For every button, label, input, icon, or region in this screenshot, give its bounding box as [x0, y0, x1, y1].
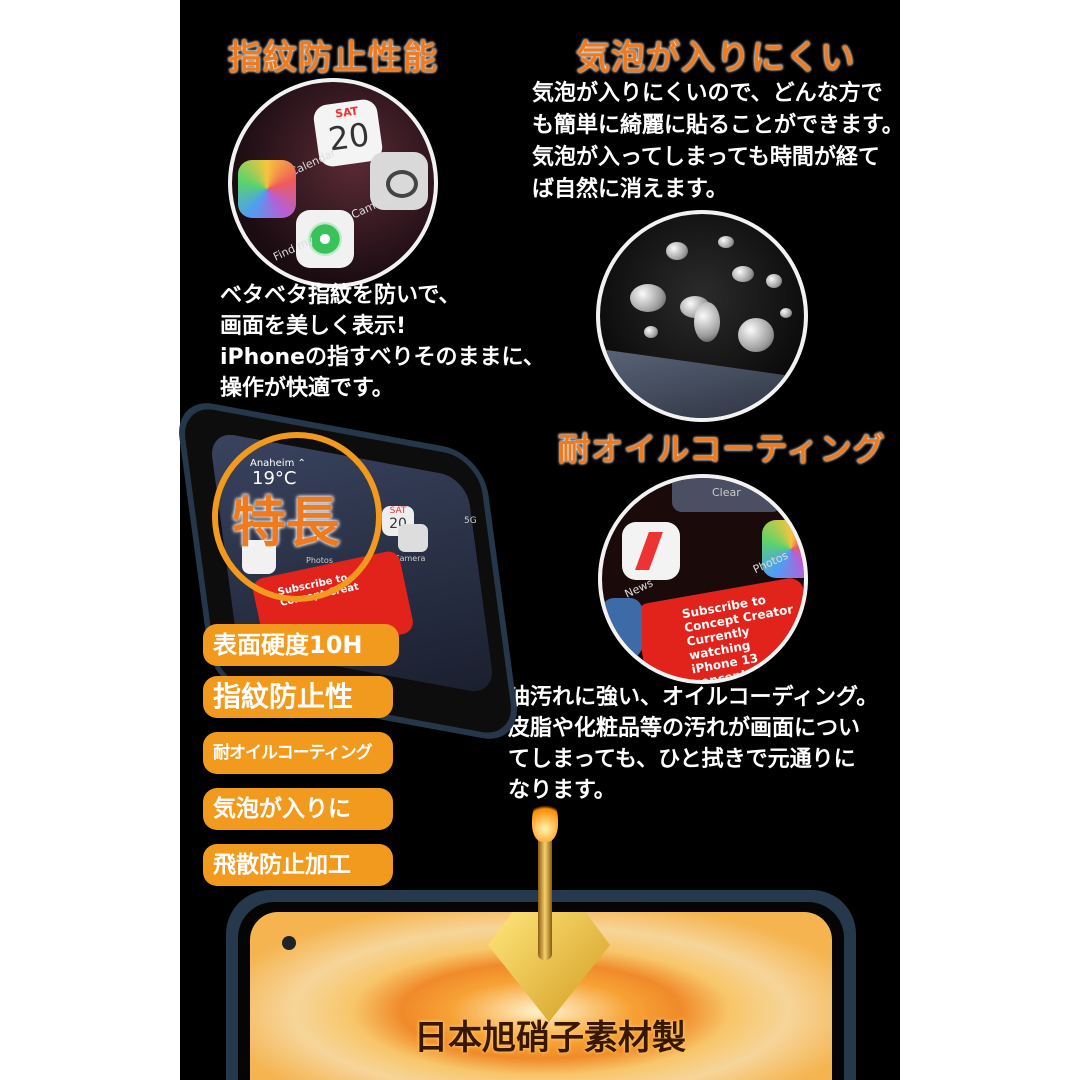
camera-label: Camera: [394, 554, 426, 563]
oil-description: 油汚れに強い、オイルコーディング。 皮脂や化粧品等の汚れが画面につい てしまって…: [508, 682, 878, 806]
right-margin: [900, 0, 1080, 1080]
desc-line: 操作が快適です。: [220, 376, 394, 401]
subscribe-card: Subscribe to Concept Creator Currently w…: [633, 576, 804, 680]
desc-line: 画面を美しく表示!: [220, 314, 407, 339]
pill-fingerprint: 指紋防止性: [203, 676, 393, 718]
clear-label: Clear: [712, 486, 741, 499]
oil-closeup: Clear News Photos Subscribe to Concept C…: [598, 474, 808, 684]
material-label: 日本旭硝子素材製: [414, 1018, 686, 1058]
camera-icon: [370, 152, 428, 210]
bubble-closeup: [596, 210, 808, 422]
desc-line: 気泡が入ってしまっても時間が経て: [532, 145, 880, 170]
news-icon: [622, 522, 680, 580]
pill-oil: 耐オイルコーティング: [203, 732, 393, 774]
desc-line: ば自然に消えます。: [532, 177, 728, 202]
feature-badge-ring: [212, 432, 382, 602]
oil-title: 耐オイルコーティング: [558, 430, 886, 468]
pill-bubble: 気泡が入りに: [203, 788, 393, 830]
photos-icon: [762, 520, 804, 578]
bubble-description: 気泡が入りにくいので、どんな方で も簡単に綺麗に貼ることができます。 気泡が入っ…: [532, 78, 904, 206]
desc-line: 油汚れに強い、オイルコーディング。: [508, 685, 879, 710]
desc-line: 皮脂や化粧品等の汚れが画面につい: [508, 716, 861, 741]
left-margin: [0, 0, 180, 1080]
fingerprint-title: 指紋防止性能: [228, 38, 438, 78]
fingerprint-closeup: SAT 20 Calendar Camera Find my: [228, 78, 438, 288]
camera-icon: [398, 524, 428, 552]
desc-line: なります。: [508, 778, 616, 803]
front-phone: [226, 798, 856, 1080]
desc-line: 気泡が入りにくいので、どんな方で: [532, 81, 883, 106]
photos-icon: [238, 160, 296, 218]
bubble-title: 気泡が入りにくい: [576, 38, 856, 78]
desc-line: てしまっても、ひと拭きで元通りに: [508, 747, 856, 772]
desc-line: ベタベタ指紋を防いで、: [220, 283, 461, 308]
pill-hardness: 表面硬度10H: [203, 624, 399, 666]
desc-line: iPhoneの指すべりそのままに、: [220, 345, 545, 370]
feature-badge-label: 特長: [232, 491, 340, 554]
pill-shatterproof: 飛散防止加工: [203, 844, 393, 886]
fingerprint-description: ベタベタ指紋を防いで、 画面を美しく表示! iPhoneの指すべりそのままに、 …: [220, 280, 545, 404]
bullet-icon: [538, 830, 552, 960]
flame-icon: [532, 798, 558, 842]
findmy-icon: [296, 210, 354, 268]
desc-line: も簡単に綺麗に貼ることができます。: [532, 113, 904, 138]
signal-label: 5G: [464, 516, 477, 526]
